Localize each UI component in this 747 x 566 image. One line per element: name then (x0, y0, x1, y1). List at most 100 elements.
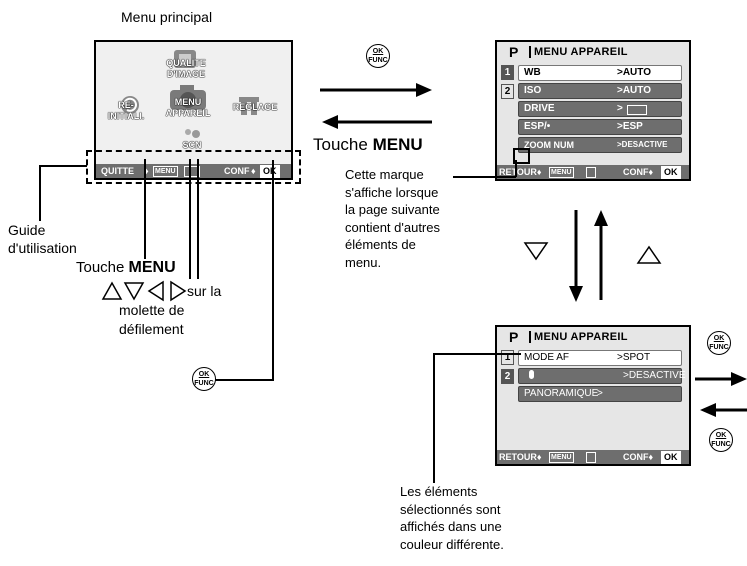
note-line: menu. (345, 254, 382, 270)
dial-icon (184, 166, 200, 177)
marker-leader-v (515, 160, 517, 177)
note-line: contient d'autres (345, 219, 440, 235)
note-line: s'affiche lorsque (345, 184, 439, 200)
guide-highlight-box (86, 150, 301, 184)
scene-icon (180, 126, 204, 142)
guide-label: Guide d'utilisation (8, 221, 77, 257)
row-value: > (597, 388, 603, 399)
menu-row-iso[interactable]: ISO >AUTO (518, 83, 682, 99)
ok-leader-h (214, 379, 274, 381)
confirm-label: CONF (224, 166, 250, 176)
touche-menu-label: Touche MENU (313, 135, 423, 155)
next-page-marker-box (513, 148, 530, 164)
marker-note: Cette marque s'affiche lorsque la page s… (345, 166, 440, 271)
row-key: ESP/• (524, 121, 551, 132)
menu-row-af-mode[interactable]: MODE AF >SPOT (518, 350, 682, 366)
touche-word: Touche (76, 259, 125, 276)
menu-word: MENU (128, 259, 176, 276)
row-value: > (617, 103, 623, 114)
mode-p-label: P (509, 44, 519, 60)
down-triangle-icon (523, 242, 549, 261)
menu-row-metering[interactable]: ESP/• >ESP (518, 119, 682, 135)
back-text: RETOUR (499, 452, 537, 462)
page-indicator-1[interactable]: 1 (501, 65, 514, 80)
dial-leader-1 (189, 159, 191, 279)
menu-key-leader (144, 159, 146, 259)
exit-label: QUITTE (101, 166, 134, 176)
dial-icon (586, 452, 596, 463)
back-label: RETOUR♦ (499, 452, 542, 462)
note-line: Les éléments (400, 484, 478, 499)
image-quality-icon (168, 48, 202, 78)
row-key: ZOOM NUM (524, 140, 574, 150)
single-frame-icon (627, 105, 647, 115)
menu-word: MENU (372, 135, 423, 154)
note-line: sélectionnés sont (400, 501, 501, 517)
menu-row-drive[interactable]: DRIVE > (518, 101, 682, 117)
left-arrow-in (700, 403, 747, 417)
guide-leader-v (39, 165, 41, 221)
guide-line: d'utilisation (8, 240, 77, 256)
page-indicator-2[interactable]: 2 (501, 369, 514, 384)
selected-leader-v (433, 353, 435, 483)
left-arrow (322, 115, 432, 129)
menu-row-digital-zoom[interactable]: ZOOM NUM >DESACTIVE (518, 137, 682, 153)
menu-row-wb[interactable]: WB >AUTO (518, 65, 682, 81)
ok-leader-v (272, 160, 274, 380)
touche-menu-annotation: Touche MENU (76, 259, 176, 277)
arrow-glyph: ♦ (251, 166, 256, 176)
microphone-icon (529, 370, 534, 379)
note-line: la page suivante (345, 202, 440, 217)
menu-item-scene[interactable]: SCN (182, 140, 202, 150)
confirm-label: CONF♦ (623, 452, 654, 462)
right-arrow (320, 83, 432, 97)
row-key: WB (524, 67, 541, 78)
note-line: Cette marque (345, 167, 424, 182)
screen1-guide-bar: RETOUR♦ MENU CONF♦ OK (497, 165, 689, 179)
ok-button-label: OK (661, 166, 681, 179)
ok-button-label: OK (260, 165, 280, 178)
menu-key-label: MENU (549, 167, 574, 178)
row-value: >AUTO (617, 85, 651, 96)
guide-line: Guide (8, 222, 46, 238)
reset-icon (118, 94, 142, 116)
right-arrow-out (695, 372, 747, 386)
dial-leader-2 (197, 159, 199, 279)
dial-arrows-icon (101, 280, 187, 302)
confirm-text: CONF (623, 452, 649, 462)
main-menu-heading: Menu principal (121, 9, 213, 25)
row-key: DRIVE (524, 103, 555, 114)
menu-row-panorama[interactable]: PANORAMIQUE > (518, 386, 682, 402)
menu-key-label: MENU (153, 166, 178, 177)
note-line: affichés dans une (400, 519, 502, 534)
guide-leader-h (39, 165, 87, 167)
menu-row-microphone[interactable]: >DESACTIVE (518, 368, 686, 384)
dial-note: sur la molette de défilement (119, 282, 221, 339)
camera-menu-screen-1: P MENU APPAREIL 1 2 WB >AUTO ISO >AUTO D… (495, 40, 691, 181)
row-key: ISO (524, 85, 542, 96)
touche-word: Touche (313, 135, 368, 154)
row-value: >SPOT (617, 352, 651, 363)
selected-leader-h (433, 353, 521, 355)
dial-icon (586, 167, 596, 178)
menu-item-reset[interactable]: RE-INITIALI. (107, 100, 145, 121)
row-value: >ESP (617, 121, 643, 132)
dial-line: défilement (119, 321, 184, 337)
row-value: >DESACTIVE (617, 140, 668, 149)
selected-note: Les éléments sélectionnés sont affichés … (400, 483, 504, 553)
page-indicator-2[interactable]: 2 (501, 84, 514, 99)
confirm-label: CONF♦ (623, 167, 654, 177)
setup-icon (236, 94, 264, 118)
row-key: MODE AF (524, 352, 570, 363)
screen2-guide-bar: RETOUR♦ MENU CONF♦ OK (497, 450, 689, 464)
note-line: éléments de (345, 237, 416, 252)
menu-item-setup[interactable]: REGLAGE (232, 102, 278, 112)
down-arrow (569, 210, 583, 302)
page-indicator-1[interactable]: 1 (501, 350, 514, 365)
